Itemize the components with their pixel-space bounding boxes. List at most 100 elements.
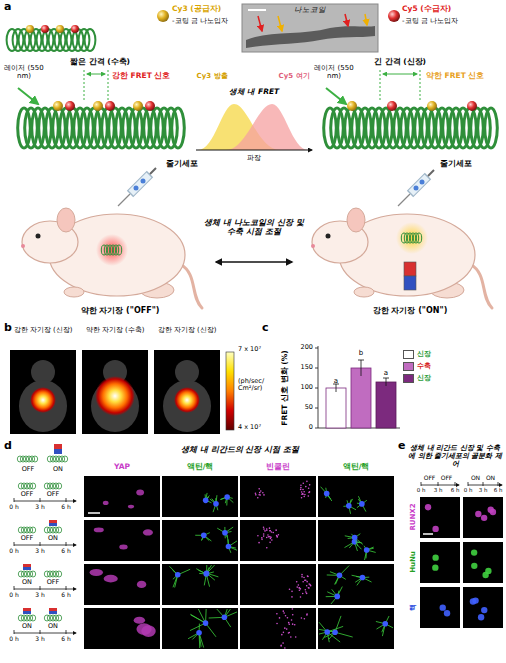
vinculin-spot — [306, 614, 308, 616]
vinculin-spot — [269, 542, 271, 544]
figure-label: 강한 자기장 ("ON") — [373, 306, 448, 315]
legend-text: 신장 — [417, 349, 431, 359]
vinculin-spot — [302, 489, 304, 491]
vinculin-spot — [269, 530, 271, 532]
legend-item: 수축 — [403, 361, 431, 371]
nanoparticle — [71, 25, 79, 33]
figure-label: 줄기세포 — [440, 160, 472, 169]
figure-label: HuNu — [409, 551, 417, 573]
figure-label: 200 — [301, 344, 313, 351]
figure-label: YAP — [114, 463, 130, 472]
vinculin-spot — [303, 496, 305, 498]
figure-label: -코팅 금 나노입자 — [172, 17, 228, 25]
timeline-tick — [14, 630, 15, 634]
syringe — [118, 168, 156, 206]
stained-nucleus — [488, 507, 494, 513]
panel-letter: e — [398, 440, 405, 453]
figure-label: 6 h — [451, 487, 460, 493]
figure-label: 생체 내 리간드 신장 및 수축에 의한 줄기세포의 골분화 제어 — [407, 444, 503, 468]
figure-label: 3 h — [434, 487, 443, 493]
legend-text: 수축 — [417, 361, 431, 371]
vinculin-spot — [260, 490, 262, 492]
yap-stain — [90, 569, 103, 576]
stained-nucleus — [475, 511, 481, 517]
vinculin-spot — [283, 612, 285, 614]
figure-label: 0 h — [9, 592, 19, 599]
magnet-south — [23, 611, 31, 614]
figure-label: 3 h — [35, 504, 45, 511]
nanocoil-loop — [116, 245, 121, 255]
figure-label: 강한 FRET 신호 — [112, 72, 170, 81]
timeline-axis — [14, 589, 76, 590]
micrograph — [84, 564, 160, 605]
figure-label: 0 h — [9, 504, 19, 511]
vinculin-spot — [307, 576, 309, 578]
vinculin-spot — [305, 579, 307, 581]
vinculin-spot — [268, 536, 270, 538]
timeline-tick — [66, 630, 67, 634]
vinculin-spot — [258, 542, 260, 544]
vinculin-spot — [281, 634, 283, 636]
vinculin-spot — [309, 584, 311, 586]
vinculin-spot — [287, 617, 289, 619]
micrograph — [463, 497, 503, 538]
timeline-tick — [483, 482, 484, 486]
legend-item: 신장 — [403, 349, 431, 359]
vinculin-spot — [302, 593, 304, 595]
vinculin-spot — [285, 615, 287, 617]
figure-label: OFF — [424, 475, 436, 482]
figure-label: 7 x 10⁷ — [238, 346, 261, 353]
vinculin-spot — [302, 493, 304, 495]
magnet-north — [23, 608, 31, 611]
vinculin-spot — [275, 529, 277, 531]
color-scale — [226, 352, 234, 430]
nanoparticle — [133, 101, 143, 111]
vinculin-spot — [306, 481, 308, 483]
vinculin-spot — [288, 624, 290, 626]
nanoparticle — [145, 101, 155, 111]
figure-label: 약한 자기장 (수축) — [82, 326, 148, 334]
nucleus — [226, 544, 232, 550]
nanocoil-loop — [30, 483, 35, 489]
figure-label: 약한 FRET 신호 — [426, 72, 484, 81]
vinculin-spot — [263, 535, 265, 537]
nanocoil-loop — [30, 571, 35, 577]
timeline-tick — [40, 542, 41, 546]
stained-nucleus — [478, 614, 484, 620]
micrograph — [240, 564, 316, 605]
magnet-north — [49, 608, 57, 611]
nanocoil-loop — [85, 29, 96, 51]
micrograph — [240, 608, 316, 649]
vinculin-spot — [284, 647, 286, 649]
figure-label: OFF — [47, 579, 60, 586]
panel-letter: c — [262, 322, 269, 335]
timeline-tick — [40, 586, 41, 590]
vinculin-spot — [271, 539, 273, 541]
timeline-axis — [468, 485, 502, 486]
vinculin-spot — [264, 530, 266, 532]
vinculin-spot — [298, 584, 300, 586]
nanoparticle — [387, 101, 397, 111]
vinculin-spot — [269, 530, 271, 532]
vinculin-spot — [280, 645, 282, 647]
vinculin-spot — [276, 536, 278, 538]
nucleus — [334, 594, 340, 600]
vinculin-spot — [308, 587, 310, 589]
figure-label: 3 h — [35, 592, 45, 599]
vinculin-spot — [304, 618, 306, 620]
figure-label: 핵 — [409, 604, 417, 611]
vinculin-spot — [296, 581, 298, 583]
figure-label: ON — [22, 623, 32, 630]
micrograph — [84, 520, 160, 561]
vinculin-spot — [298, 587, 300, 589]
vinculin-spot — [272, 532, 274, 534]
vinculin-spot — [282, 610, 284, 612]
yap-stain — [136, 490, 144, 496]
nucleus — [359, 501, 365, 507]
vinculin-spot — [255, 492, 257, 494]
vinculin-spot — [292, 608, 294, 610]
nanoparticle — [427, 101, 437, 111]
vinculin-spot — [303, 577, 305, 579]
vinculin-spot — [306, 585, 308, 587]
vinculin-spot — [301, 574, 303, 576]
